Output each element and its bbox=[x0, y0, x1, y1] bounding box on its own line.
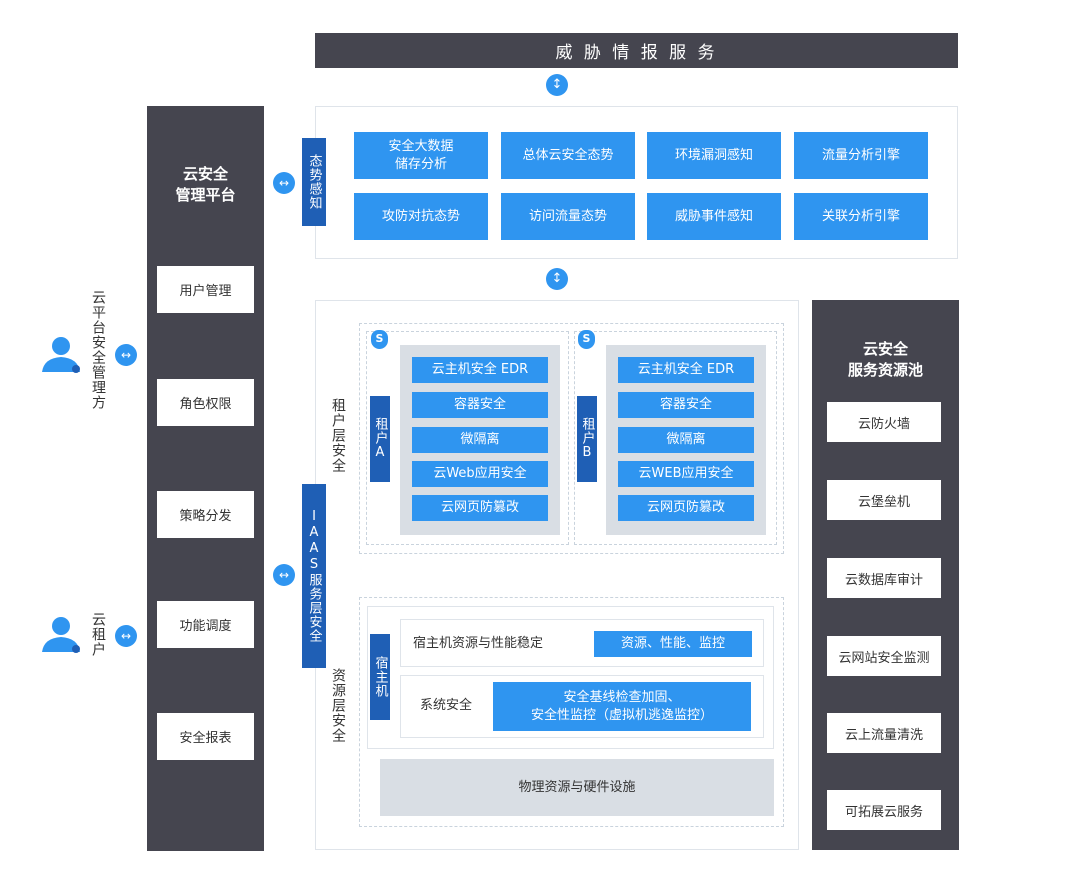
resource-item-web-monitor: 云网站安全监测 bbox=[827, 636, 941, 676]
menu-item-function-scheduling: 功能调度 bbox=[157, 601, 254, 648]
situation-item: 总体云安全态势 bbox=[501, 132, 635, 179]
resource-item-extensible: 可拓展云服务 bbox=[827, 790, 941, 830]
host-tag: 宿主机 bbox=[370, 634, 390, 720]
tenant-layer-label: 租户层安全 bbox=[330, 398, 346, 473]
tenant-a-item: 云Web应用安全 bbox=[412, 461, 548, 487]
menu-item-security-report: 安全报表 bbox=[157, 713, 254, 760]
tenant-b-item: 容器安全 bbox=[618, 392, 754, 418]
situation-item: 流量分析引擎 bbox=[794, 132, 928, 179]
resource-item-firewall: 云防火墙 bbox=[827, 402, 941, 442]
bidirectional-arrow-icon: ↔ bbox=[273, 564, 295, 586]
iaas-security-tag: IAAS服务层安全 bbox=[302, 484, 326, 668]
resource-layer-label: 资源层安全 bbox=[330, 668, 346, 743]
bidirectional-arrow-icon: ↔ bbox=[115, 344, 137, 366]
resource-item-db-audit: 云数据库审计 bbox=[827, 558, 941, 598]
resource-item-bastion: 云堡垒机 bbox=[827, 480, 941, 520]
banner-title: 威 胁 情 报 服 务 bbox=[555, 43, 718, 63]
system-security-label: 系统安全 bbox=[420, 698, 473, 713]
situation-item: 威胁事件感知 bbox=[647, 193, 781, 240]
menu-item-user-management: 用户管理 bbox=[157, 266, 254, 313]
menu-item-role-permissions: 角色权限 bbox=[157, 379, 254, 426]
updown-arrow-icon: ↕ bbox=[546, 74, 568, 96]
situation-item: 访问流量态势 bbox=[501, 193, 635, 240]
situation-item: 关联分析引擎 bbox=[794, 193, 928, 240]
resource-item-traffic-cleaning: 云上流量清洗 bbox=[827, 713, 941, 753]
actor-platform-admin: 云平台安全管理方 bbox=[90, 290, 106, 410]
tenant-a-item: 云主机安全 EDR bbox=[412, 357, 548, 383]
threat-intel-banner: 威 胁 情 报 服 务 bbox=[315, 33, 958, 68]
user-icon bbox=[42, 617, 80, 653]
situation-item: 环境漏洞感知 bbox=[647, 132, 781, 179]
tenant-b-item: 微隔离 bbox=[618, 427, 754, 453]
tenant-a-item: 云网页防篡改 bbox=[412, 495, 548, 521]
bidirectional-arrow-icon: ↔ bbox=[115, 625, 137, 647]
tenant-a-zone bbox=[366, 331, 569, 545]
host-stability-label: 宿主机资源与性能稳定 bbox=[413, 636, 544, 651]
resource-pool-title: 云安全 服务资源池 bbox=[847, 340, 923, 379]
situation-awareness-tag: 态势感知 bbox=[302, 138, 326, 226]
menu-item-policy-distribution: 策略分发 bbox=[157, 491, 254, 538]
user-icon bbox=[42, 337, 80, 373]
tenant-a-tag: 租户A bbox=[370, 396, 390, 482]
resource-layer-zone bbox=[359, 597, 784, 827]
updown-arrow-icon: ↕ bbox=[546, 268, 568, 290]
tenant-a-item: 微隔离 bbox=[412, 427, 548, 453]
tenant-b-tag: 租户B bbox=[577, 396, 597, 482]
bidirectional-arrow-icon: ↔ bbox=[273, 172, 295, 194]
tenant-b-item: 云主机安全 EDR bbox=[618, 357, 754, 383]
resource-performance-monitor: 资源、性能、监控 bbox=[594, 631, 752, 657]
tenant-b-zone bbox=[574, 331, 777, 545]
shield-icon: S bbox=[578, 330, 595, 349]
tenant-a-item: 容器安全 bbox=[412, 392, 548, 418]
situation-item: 攻防对抗态势 bbox=[354, 193, 488, 240]
platform-title: 云安全 管理平台 bbox=[175, 165, 236, 204]
tenant-b-item: 云网页防篡改 bbox=[618, 495, 754, 521]
situation-item: 安全大数据储存分析 bbox=[354, 132, 488, 179]
baseline-check-box: 安全基线检查加固、 安全性监控（虚拟机逃逸监控） bbox=[493, 682, 751, 731]
tenant-b-item: 云WEB应用安全 bbox=[618, 461, 754, 487]
shield-icon: S bbox=[371, 330, 388, 349]
tenant-layer-zone bbox=[359, 323, 784, 554]
physical-resources: 物理资源与硬件设施 bbox=[380, 759, 774, 816]
actor-cloud-tenant: 云租户 bbox=[90, 612, 106, 657]
